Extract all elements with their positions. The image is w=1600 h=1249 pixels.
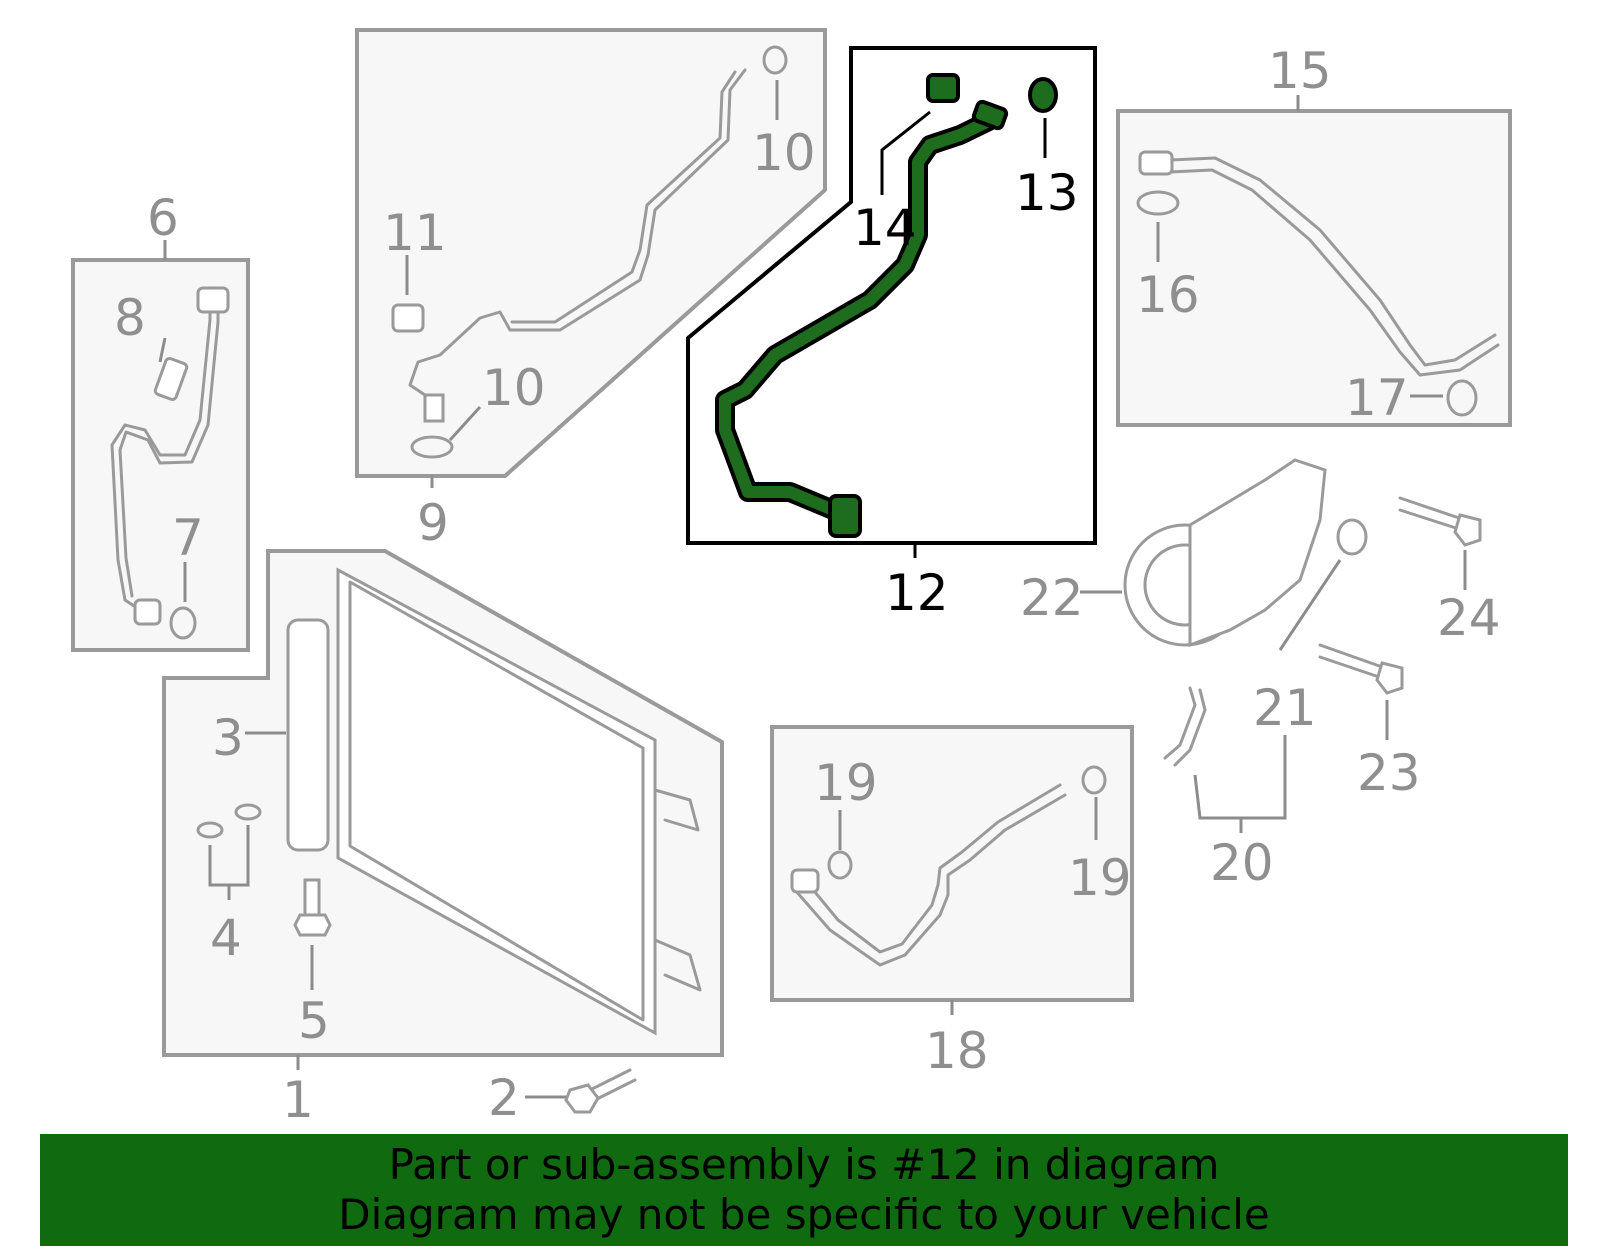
callout-24: 24	[1437, 589, 1501, 647]
footer-line-2: Diagram may not be specific to your vehi…	[338, 1190, 1270, 1239]
callout-1: 1	[282, 1071, 314, 1129]
group-12-discharge-hose: 14 13 12	[686, 46, 1097, 622]
group-2-bolt: 2	[488, 1068, 637, 1127]
part-12-fitting-top	[971, 99, 1009, 131]
group-9-pipe-inner	[510, 70, 737, 324]
callout-3: 3	[212, 709, 244, 767]
part-23-bolt	[1318, 643, 1387, 680]
group-18-fitting-left	[790, 868, 820, 894]
callout-12: 12	[885, 564, 949, 622]
group-9-bracket	[423, 393, 445, 423]
condenser-core	[336, 567, 657, 1036]
group-18-hose: 19 19 18	[770, 725, 1134, 1080]
footer-line-1: Part or sub-assembly is #12 in diagram	[388, 1140, 1220, 1189]
callout-2: 2	[488, 1069, 520, 1127]
part-8-valve	[153, 357, 189, 401]
callout-15: 15	[1268, 42, 1332, 100]
group-15-hose-inner	[1168, 168, 1500, 377]
part-11-cap	[391, 303, 425, 333]
callout-21-leader	[1278, 559, 1342, 651]
callout-4: 4	[210, 909, 242, 967]
group-9-liquid-line: 10 11 10 9	[355, 28, 827, 552]
part-3-receiver-drier	[286, 618, 330, 852]
callout-10-bottom: 10	[482, 359, 546, 417]
callout-18: 18	[925, 1022, 989, 1080]
part-7-o-ring	[169, 606, 197, 640]
part-21-o-ring	[1336, 518, 1368, 556]
callout-21: 21	[1253, 679, 1317, 737]
part-2-bolt-shank	[588, 1068, 637, 1102]
group-6-hose	[110, 303, 212, 612]
group-9-pipe	[408, 68, 747, 397]
callout-13: 13	[1015, 164, 1079, 222]
callout-19-right: 19	[1068, 849, 1132, 907]
callout-10-top: 10	[752, 124, 816, 182]
part-5-bolt-shank	[303, 878, 321, 917]
part-22-compressor-body	[1188, 458, 1327, 648]
part-19-o-ring-right	[1081, 765, 1107, 795]
part-19-o-ring-left	[827, 850, 853, 880]
group-6-fitting-top	[196, 286, 230, 314]
part-10-o-ring-bottom	[410, 435, 454, 459]
group-6-hose-assembly: 6 8 7	[71, 189, 250, 652]
part-23-bolt-head	[1375, 661, 1404, 695]
callout-17: 17	[1345, 369, 1409, 427]
part-2-bolt-head	[564, 1083, 600, 1114]
group-9-box	[355, 28, 827, 478]
footer-banner: Part or sub-assembly is #12 in diagram D…	[40, 1134, 1568, 1246]
part-20-pipe	[1163, 686, 1207, 767]
group-18-hose	[793, 793, 1067, 967]
group-18-box	[770, 725, 1134, 1002]
group-compressor: 22 21 24 23 20	[1020, 458, 1501, 892]
part-13-o-ring	[1028, 77, 1058, 113]
part-17-o-ring	[1446, 379, 1478, 417]
part-16-o-ring	[1136, 190, 1180, 216]
callout-20-leader	[1193, 735, 1287, 820]
part-24-bolt-head	[1453, 513, 1482, 547]
group-18-hose-inner	[803, 783, 1062, 954]
callout-14-leader	[880, 110, 931, 195]
group-6-hose-inner	[118, 303, 220, 598]
part-24-bolt	[1398, 496, 1467, 532]
callout-8-leader	[158, 337, 167, 363]
callout-23: 23	[1357, 744, 1421, 802]
callout-19-left: 19	[814, 754, 878, 812]
callout-7: 7	[172, 509, 204, 567]
condenser-brackets	[653, 788, 702, 992]
part-5-bolt-head	[293, 913, 332, 937]
part-12-fitting-bottom	[828, 494, 862, 538]
group-6-fitting-bottom	[133, 598, 162, 626]
group-15-suction-hose: 15 16 17	[1116, 42, 1512, 427]
callout-14: 14	[853, 199, 917, 257]
condenser-core-inner	[348, 580, 645, 1022]
group-1-condenser: 3 4 5 1	[162, 549, 724, 1129]
callout-10-bottom-leader	[448, 405, 482, 442]
part-14-cap	[926, 73, 960, 103]
callout-16: 16	[1136, 266, 1200, 324]
part-4-o-ring-b	[234, 803, 262, 821]
group-15-hose	[1168, 156, 1497, 367]
callout-8: 8	[114, 289, 146, 347]
callout-20: 20	[1210, 834, 1274, 892]
callout-5: 5	[298, 992, 330, 1050]
callout-9: 9	[417, 494, 449, 552]
part-4-o-ring-a	[196, 821, 224, 839]
part-10-o-ring-top	[762, 45, 788, 75]
group-12-box	[686, 46, 1097, 545]
callout-11: 11	[383, 204, 447, 262]
group-15-fitting-left	[1138, 150, 1174, 176]
callout-22: 22	[1020, 569, 1084, 627]
part-12-hose	[719, 112, 1001, 518]
callout-6: 6	[147, 189, 179, 247]
